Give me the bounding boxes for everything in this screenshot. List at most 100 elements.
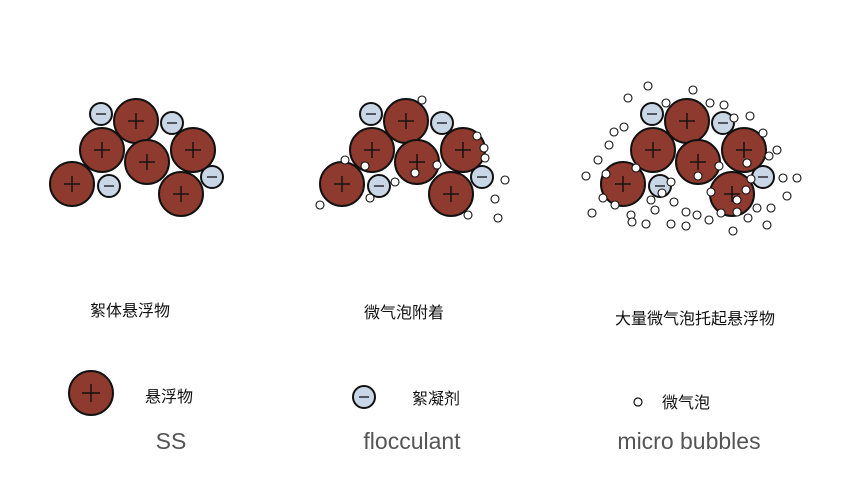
micro-bubble (627, 217, 637, 227)
micro-bubble (360, 161, 370, 171)
micro-bubble (472, 131, 482, 141)
flocculant-particle (359, 102, 383, 126)
legend-item-bubbles: 微气泡 micro bubbles (617, 393, 760, 454)
micro-bubble (340, 155, 350, 165)
micro-bubble (743, 213, 753, 223)
floc-cluster-1 (49, 98, 224, 217)
caption-bubbles-lift: 大量微气泡托起悬浮物 (615, 309, 775, 328)
micro-bubble (390, 177, 400, 187)
micro-bubble (365, 193, 375, 203)
flocculant-particle (430, 111, 454, 135)
flocculant-particle (470, 165, 494, 189)
caption-bubble-attach: 微气泡附着 (364, 303, 444, 322)
micro-bubble (681, 221, 691, 231)
legend-label-ss-cn: 悬浮物 (145, 387, 193, 406)
suspended-solid-particle (383, 98, 429, 144)
micro-bubble (752, 203, 762, 213)
flocculant-particle (200, 165, 224, 189)
micro-bubble (732, 195, 742, 205)
micro-bubble (650, 205, 660, 215)
floc-cluster-2 (319, 98, 494, 217)
minus-particle-icon (352, 385, 376, 409)
suspended-solid-particle (124, 139, 170, 185)
flocculant-particle (97, 174, 121, 198)
micro-bubble (666, 177, 676, 187)
micro-bubble (764, 151, 774, 161)
micro-bubble (657, 188, 667, 198)
micro-bubble (619, 122, 629, 132)
suspended-solid-particle (79, 127, 125, 173)
floc-cluster-3 (600, 98, 775, 217)
micro-bubble (500, 175, 510, 185)
legend-item-flocculant: 絮凝剂 flocculant (352, 385, 461, 454)
suspended-solid-particle (394, 139, 440, 185)
micro-bubble (641, 219, 651, 229)
flocculant-particle (89, 102, 113, 126)
micro-bubble (714, 161, 724, 171)
micro-bubble (766, 203, 776, 213)
caption-flocs: 絮体悬浮物 (90, 301, 170, 320)
micro-bubble (410, 168, 420, 178)
suspended-solid-particle (721, 127, 767, 173)
suspended-solid-particle (319, 161, 365, 207)
legend: 悬浮物 SS 絮凝剂 flocculant 微气泡 micro bubbles (68, 370, 761, 454)
legend-label-ss-en: SS (156, 428, 187, 454)
suspended-solid-particle (664, 98, 710, 144)
micro-bubble (593, 155, 603, 165)
flocculant-particle (711, 111, 735, 135)
suspended-solid-particle (49, 161, 95, 207)
micro-bubble (643, 81, 653, 91)
suspended-solid-particle (630, 127, 676, 173)
legend-label-bubbles-cn: 微气泡 (662, 393, 710, 412)
suspended-solid-particle (349, 127, 395, 173)
legend-item-ss: 悬浮物 SS (68, 370, 193, 454)
micro-bubble (728, 226, 738, 236)
micro-bubble (604, 140, 614, 150)
micro-bubble (666, 219, 676, 229)
micro-bubble (741, 185, 751, 195)
flocculant-particle (160, 111, 184, 135)
micro-bubble (581, 171, 591, 181)
micro-bubble (681, 207, 691, 217)
micro-bubble (601, 169, 611, 179)
micro-bubble (598, 193, 608, 203)
micro-bubble (479, 143, 489, 153)
micro-bubble (609, 127, 619, 137)
suspended-solid-particle (170, 127, 216, 173)
legend-label-flocculant-en: flocculant (363, 428, 461, 454)
micro-bubble (742, 158, 752, 168)
bubbles-dense (581, 81, 802, 236)
micro-bubble (704, 215, 714, 225)
micro-bubble (706, 187, 716, 197)
micro-bubble (631, 163, 641, 173)
micro-bubble (746, 174, 756, 184)
micro-bubble (315, 200, 325, 210)
micro-bubble (688, 85, 698, 95)
micro-bubble (758, 128, 768, 138)
micro-bubble (792, 173, 802, 183)
micro-bubble (693, 171, 703, 181)
panel-flocs: 絮体悬浮物 (49, 98, 224, 320)
panel-bubble-attach: 微气泡附着 (315, 95, 510, 322)
plus-particle-icon (68, 370, 114, 416)
legend-label-flocculant-cn: 絮凝剂 (412, 389, 460, 408)
micro-bubble (661, 98, 671, 108)
micro-bubble (745, 111, 755, 121)
micro-bubble (719, 100, 729, 110)
micro-bubble (480, 153, 490, 163)
flocculant-particle (367, 174, 391, 198)
micro-bubble (782, 191, 792, 201)
micro-bubble (587, 208, 597, 218)
micro-bubble (762, 220, 772, 230)
micro-bubble (490, 194, 500, 204)
micro-bubble (610, 200, 620, 210)
micro-bubble (417, 95, 427, 105)
micro-bubble (772, 145, 782, 155)
micro-bubble (778, 173, 788, 183)
micro-bubble (705, 98, 715, 108)
flocculant-particle (640, 102, 664, 126)
micro-bubble (432, 160, 442, 170)
micro-bubble (732, 207, 742, 217)
bubbles-sparse (315, 95, 510, 223)
